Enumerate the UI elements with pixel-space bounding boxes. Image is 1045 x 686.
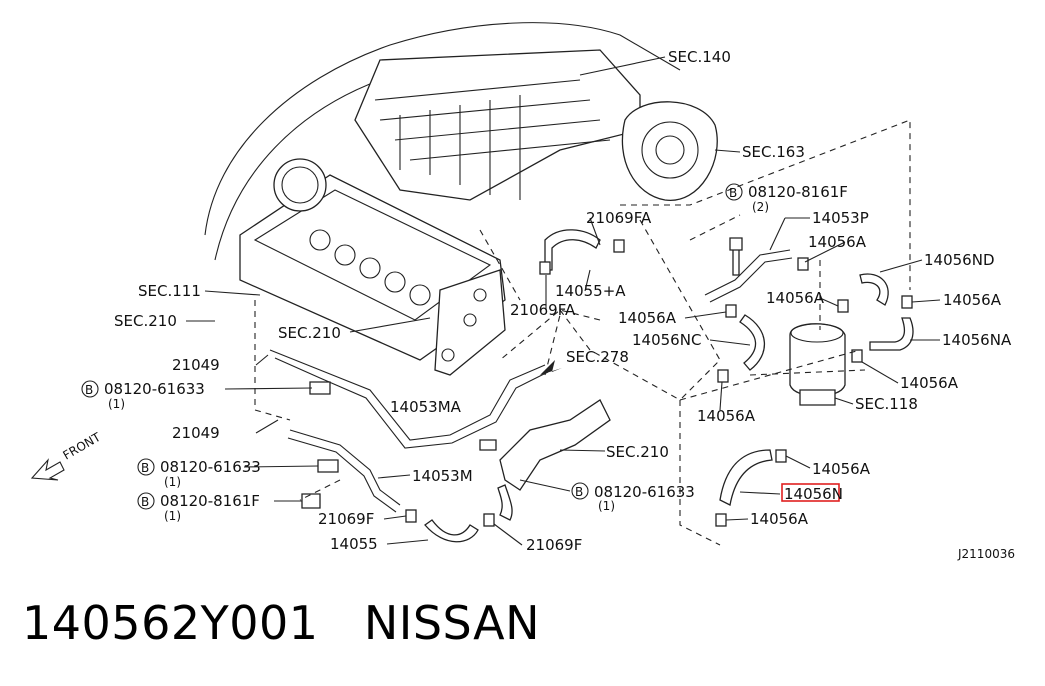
- label-qty-1a: (1): [108, 397, 125, 411]
- label-14056a-3: 14056A: [766, 289, 825, 307]
- label-14056a-2: 14056A: [943, 291, 1002, 309]
- label-21069fa-top: 21069FA: [586, 209, 652, 227]
- clamp-icon: [405, 509, 417, 523]
- label-qty-1d: (1): [164, 509, 181, 523]
- label-sec140: SEC.140: [668, 48, 731, 66]
- bolt-marker-icon: B: [85, 383, 93, 397]
- clamp-icon: [539, 261, 551, 275]
- label-qty-2: (2): [752, 200, 769, 214]
- label-sec210-left: SEC.210: [114, 312, 177, 330]
- part-labels: SEC.140 SEC.163 08120-8161F (2) 21069FA …: [104, 48, 1015, 561]
- label-14053m: 14053M: [412, 467, 473, 485]
- label-sec278: SEC.278: [566, 348, 629, 366]
- label-14056a-6: 14056A: [697, 407, 756, 425]
- engine-illustration: [204, 22, 718, 376]
- front-label: FRONT: [61, 430, 104, 463]
- bolt-icon: [317, 459, 339, 473]
- clamps: [405, 239, 913, 527]
- parts-diagram: FRONT B B B B B SEC.140 SEC.163 08120-81…: [30, 22, 1015, 561]
- label-21049-1: 21049: [172, 356, 220, 374]
- label-21049-2: 21049: [172, 424, 220, 442]
- bolt-icon: [301, 493, 321, 509]
- label-bolt-8161f-top: 08120-8161F: [748, 183, 848, 201]
- bolts: [301, 237, 743, 509]
- bolt-marker-icon: B: [141, 495, 149, 509]
- label-sec118: SEC.118: [855, 395, 918, 413]
- dashed-guides: [254, 119, 911, 546]
- label-21069f-2: 21069F: [526, 536, 582, 554]
- front-indicator: FRONT: [30, 430, 104, 481]
- clamp-icon: [775, 449, 787, 463]
- bolt-marker-icon: B: [575, 485, 583, 499]
- bolt-marker-icon: B: [141, 461, 149, 475]
- arrow-icon: [540, 360, 562, 375]
- bolt-icon: [729, 237, 743, 276]
- clamp-icon: [837, 299, 849, 313]
- front-arrow-icon: [30, 458, 65, 481]
- clamp-icon: [613, 239, 625, 253]
- label-14055: 14055: [330, 535, 378, 553]
- bolt-icon: [479, 439, 497, 451]
- clamp-icon: [715, 513, 727, 527]
- highlight-box: [781, 483, 840, 502]
- label-14056a-4: 14056A: [618, 309, 677, 327]
- label-sec210-right: SEC.210: [606, 443, 669, 461]
- label-14056nd: 14056ND: [924, 251, 995, 269]
- label-14056nc: 14056NC: [632, 331, 701, 349]
- label-14056a-5: 14056A: [900, 374, 959, 392]
- brand-name: NISSAN: [363, 596, 540, 650]
- label-sec210-mid: SEC.210: [278, 324, 341, 342]
- label-bolt-61633-2: 08120-61633: [160, 458, 261, 476]
- label-14056a-7: 14056A: [812, 460, 871, 478]
- label-21069fa-mid: 21069FA: [510, 301, 576, 319]
- label-bolt-61633-1: 08120-61633: [104, 380, 205, 398]
- leader-lines: [186, 56, 941, 546]
- label-sec111: SEC.111: [138, 282, 201, 300]
- label-14055-a: 14055+A: [555, 282, 626, 300]
- clamp-icon: [483, 513, 495, 527]
- label-ref-code: J2110036: [957, 547, 1015, 561]
- label-bolt-8161f: 08120-8161F: [160, 492, 260, 510]
- bolt-marker-icon: B: [729, 186, 737, 200]
- clamp-icon: [851, 349, 863, 363]
- label-14056na: 14056NA: [942, 331, 1012, 349]
- label-qty-1c: (1): [598, 499, 615, 513]
- clamp-icon: [901, 295, 913, 309]
- label-21069f-1: 21069F: [318, 510, 374, 528]
- label-14056n-highlighted[interactable]: 14056N: [784, 485, 843, 503]
- bolt-markers: B B B B B: [81, 183, 743, 510]
- part-number: 140562Y001: [22, 596, 319, 650]
- label-14056a-8: 14056A: [750, 510, 809, 528]
- hose-routing: [269, 229, 914, 543]
- label-bolt-61633-3: 08120-61633: [594, 483, 695, 501]
- label-sec163: SEC.163: [742, 143, 805, 161]
- clamp-icon: [717, 369, 729, 383]
- bolt-icon: [309, 381, 331, 395]
- label-14056a-1: 14056A: [808, 233, 867, 251]
- clamp-icon: [797, 257, 809, 271]
- label-14053p: 14053P: [812, 209, 869, 227]
- clamp-icon: [725, 304, 737, 318]
- footer-caption: 140562Y001 NISSAN: [22, 596, 540, 650]
- label-14053ma: 14053MA: [390, 398, 462, 416]
- label-qty-1b: (1): [164, 475, 181, 489]
